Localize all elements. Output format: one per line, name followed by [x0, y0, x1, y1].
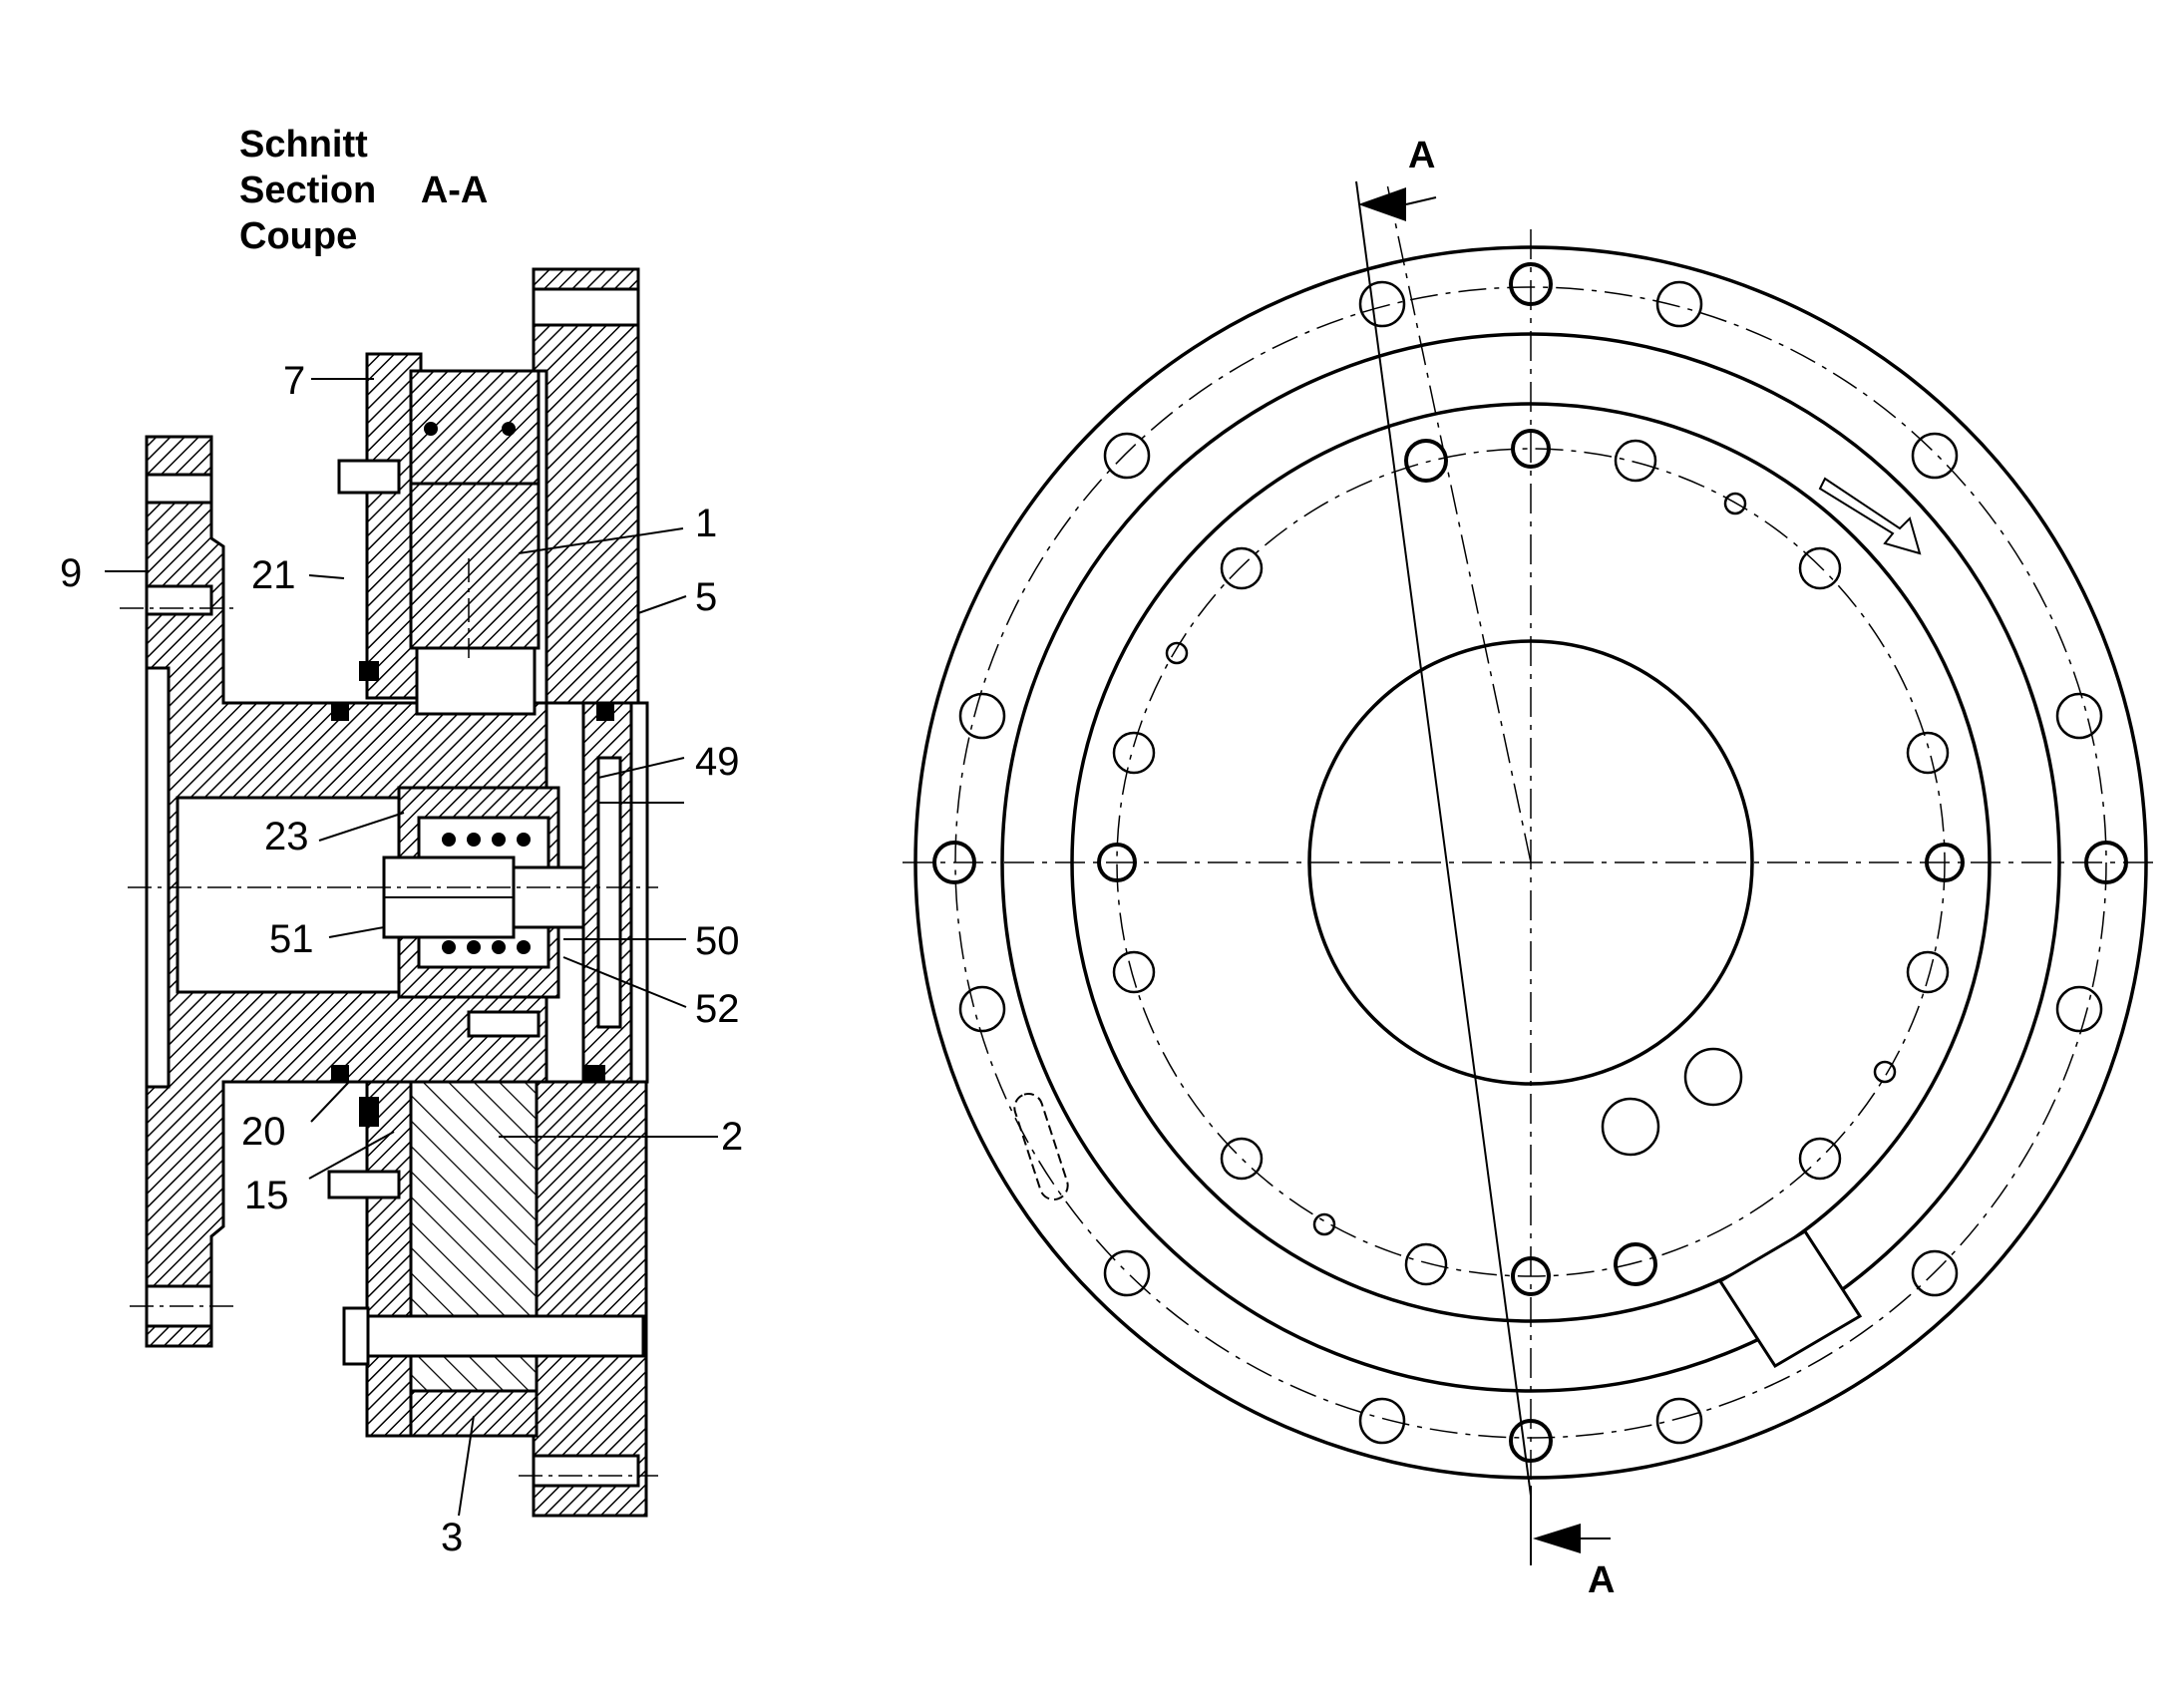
label-20: 20 [241, 1110, 286, 1154]
label-1: 1 [695, 502, 717, 545]
label-52: 52 [695, 987, 740, 1031]
flange-face-slot [145, 666, 171, 1089]
section-arrow-bottom [1533, 1524, 1581, 1553]
flange-bolt-bottom [145, 584, 213, 616]
label-15: 15 [244, 1174, 289, 1217]
rotation-arrow [1818, 477, 1922, 555]
flange-bolt-top [145, 473, 213, 505]
label-21: 21 [251, 553, 296, 597]
label-49: 49 [695, 740, 740, 784]
cap-window [596, 756, 622, 1029]
section-letter-top: A [1408, 135, 1435, 176]
part-labels: 7 9 21 1 5 49 23 51 50 52 20 2 15 3 [60, 359, 743, 1559]
label-5: 5 [695, 575, 717, 619]
upper-block-part-1 [409, 369, 541, 650]
cap-plate [629, 701, 649, 1084]
upper-window [415, 646, 537, 716]
title-section-code: A-A [420, 170, 489, 211]
title-line-schnitt: Schnitt [239, 124, 368, 166]
section-title: Schnitt Section A-A Coupe [239, 122, 488, 259]
long-bolt [342, 1314, 645, 1358]
lower-ring-part-3 [409, 1389, 539, 1438]
section-arrow-top [1358, 187, 1406, 221]
terminal-box [1717, 1228, 1863, 1369]
label-7: 7 [283, 359, 305, 403]
outer-ring-part-5 [532, 267, 640, 705]
label-23: 23 [264, 815, 309, 858]
label-50: 50 [695, 919, 740, 963]
drain-hole-1 [1683, 1047, 1743, 1107]
bolt-part-21 [337, 459, 401, 495]
label-9: 9 [60, 551, 82, 595]
title-line-section: Section A-A [239, 168, 488, 213]
title-section-word: Section [239, 170, 377, 211]
inner-bolts [1097, 429, 1965, 1296]
section-letter-bottom: A [1588, 1559, 1615, 1601]
pin-part-50 [512, 865, 595, 929]
label-51: 51 [269, 917, 314, 961]
outer-bolts [932, 262, 2128, 1463]
outer-ring-lower-part-5 [532, 1080, 648, 1518]
cap-bolt [467, 1010, 541, 1038]
long-bolt-head [342, 1306, 370, 1366]
front-view [903, 178, 2159, 1565]
outer-top-bolt-slot [532, 287, 640, 327]
bolt-part-15 [327, 1170, 401, 1199]
outer-bottom-bolt-slot [532, 1454, 640, 1488]
seals [331, 422, 614, 1127]
small-pins [1165, 492, 1897, 1236]
label-2: 2 [721, 1115, 743, 1159]
drain-hole-2 [1601, 1097, 1660, 1157]
section-view [105, 267, 718, 1518]
title-line-coupe: Coupe [239, 215, 358, 257]
outer-slot [1013, 1093, 1069, 1200]
spring-coils [442, 833, 531, 954]
label-3: 3 [441, 1516, 463, 1559]
